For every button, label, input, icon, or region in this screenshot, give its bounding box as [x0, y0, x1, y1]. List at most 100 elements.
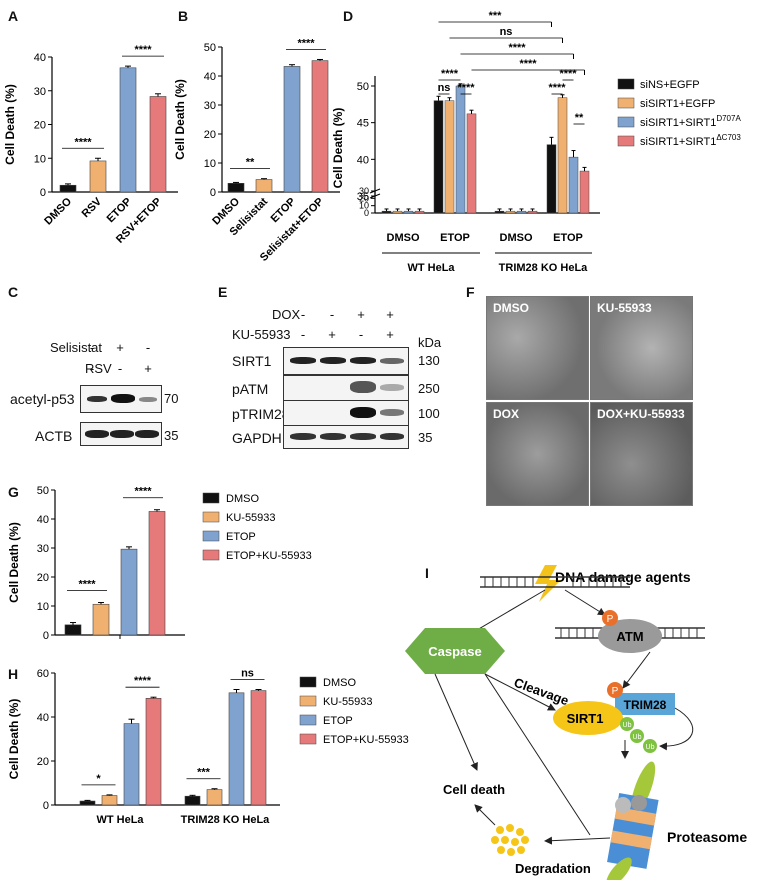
group-label: WT HeLa [407, 262, 455, 274]
micrograph-tile: KU-55933 [590, 296, 693, 400]
band [350, 357, 376, 364]
micrograph-tile: DOX+KU-55933 [590, 402, 693, 506]
phospho-label: P [612, 686, 619, 697]
treatment-label: KU-55933 [232, 327, 291, 342]
significance-label: **** [74, 136, 92, 148]
sign: - [145, 340, 151, 355]
peptide-fragments-icon [491, 824, 529, 856]
sign: - [358, 327, 364, 342]
legend-label: ETOP [323, 715, 353, 727]
band [380, 358, 404, 364]
sign: + [144, 361, 152, 376]
significance-label: ** [246, 157, 255, 169]
significance-label: **** [134, 44, 152, 56]
band [85, 430, 109, 438]
y-tick-label: 0 [43, 630, 49, 642]
micrograph-tile: DOX [486, 402, 589, 506]
significance-label: **** [134, 486, 152, 498]
significance-label: **** [297, 37, 315, 49]
micrograph-tile: DMSO [486, 296, 589, 400]
y-tick-label: 20 [34, 120, 46, 132]
atm-shape [598, 619, 662, 653]
x-tick-label: DMSO [500, 232, 533, 244]
y-tick-label: 45 [357, 118, 369, 130]
legend-label: KU-55933 [226, 512, 276, 524]
y-tick-label: 30 [204, 100, 216, 112]
x-tick-label: TRIM28 KO HeLa [181, 814, 271, 826]
trim28-label: TRIM28 [624, 698, 667, 712]
panel-label-a: A [8, 8, 19, 24]
bar [579, 170, 590, 214]
blot-strip [283, 375, 409, 401]
blot-strip [80, 385, 162, 413]
significance-label: ns [438, 82, 451, 94]
panel-label-c: C [8, 284, 19, 300]
tile-label: KU-55933 [597, 301, 652, 315]
legend-label: ETOP+KU-55933 [323, 734, 409, 746]
band [350, 433, 376, 440]
significance-label: **** [548, 82, 566, 94]
y-axis-label: Cell Death (%) [331, 108, 345, 189]
proteasome-label: Proteasome [667, 829, 747, 845]
band [111, 394, 135, 403]
significance-label: **** [559, 68, 577, 80]
legend-superscript: ΔC703 [716, 133, 741, 142]
y-tick-label: 10 [37, 601, 49, 613]
legend-label: siNS+EGFP [640, 79, 700, 91]
y-tick-label: 35 [357, 191, 369, 203]
bar [250, 690, 267, 806]
band [350, 381, 376, 393]
bar [123, 723, 140, 806]
ubiquitin-icon [620, 717, 634, 731]
trim28-shape [615, 693, 675, 715]
band [110, 430, 134, 438]
cell-death-label: Cell death [443, 782, 505, 797]
x-tick-label: WT HeLa [96, 814, 144, 826]
significance-label: ** [575, 112, 584, 124]
y-tick-label: 50 [37, 485, 49, 497]
y-tick-label: 10 [359, 201, 369, 211]
significance-label: **** [134, 675, 152, 687]
bar [381, 210, 392, 214]
blot-strip [283, 425, 409, 449]
dna-icon [480, 576, 630, 588]
band [87, 396, 107, 402]
sign: - [300, 327, 306, 342]
blot-label: acetyl-p53 [10, 391, 75, 407]
treatment-label: DOX [272, 307, 301, 322]
bar [184, 795, 201, 806]
blot-strip [283, 347, 409, 375]
bar [516, 210, 527, 214]
sign: + [386, 327, 394, 342]
panel-label-e: E [218, 284, 228, 300]
panel-label-f: F [466, 284, 475, 300]
kda-marker: 130 [418, 353, 440, 368]
y-tick-label: 20 [37, 756, 49, 768]
bar [149, 96, 167, 193]
y-axis-label: Cell Death (%) [173, 79, 187, 160]
x-tick-label: DMSO [42, 195, 74, 227]
y-tick-label: 30 [34, 86, 46, 98]
x-tick-label: DMSO [387, 232, 420, 244]
y-tick-label: 0 [210, 187, 216, 199]
legend-swatch [299, 676, 317, 688]
y-tick-label: 0 [40, 187, 46, 199]
sign: + [116, 340, 124, 355]
caspase-label: Caspase [428, 644, 481, 659]
bar [92, 603, 110, 636]
panel-label-b: B [178, 8, 189, 24]
bar [455, 85, 466, 214]
sign: - [89, 361, 95, 376]
legend-label: siSIRT1+SIRT1D707A [640, 114, 741, 129]
blot-label: pTRIM28 [232, 406, 290, 422]
degradation-label: Degradation [515, 861, 591, 876]
y-tick-label: 40 [357, 154, 369, 166]
y-tick-label: 40 [34, 52, 46, 64]
panel-label-h: H [8, 666, 19, 682]
y-tick-label: 20 [204, 129, 216, 141]
significance-label: **** [508, 42, 526, 54]
band [380, 409, 404, 416]
y-tick-label: 0 [43, 800, 49, 812]
